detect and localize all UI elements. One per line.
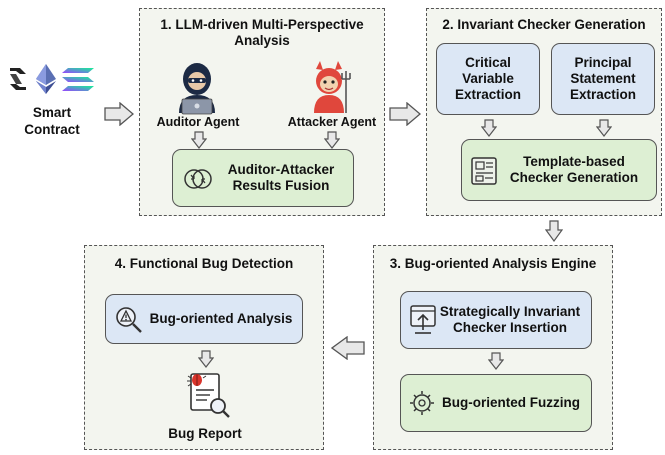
fuzzing-label: Bug-oriented Fuzzing [442,395,580,410]
auditor-agent-icon [174,61,220,115]
bug-report-label: Bug Report [168,426,242,441]
smart-contract-label: Smart Contract [24,105,80,137]
panel-functional-bug-detection: 4. Functional Bug Detection Bug-oriented… [84,245,324,450]
template-checker-generation-box: Template-based Checker Generation [461,139,657,201]
arrow-attacker-down [324,131,340,149]
principal-statement-extraction-box: Principal Statement Extraction [551,43,655,115]
arrow-analysis-down [198,350,214,368]
arrow-analysis-to-generation [389,102,421,126]
checker-insertion-box: Strategically Invariant Checker Insertio… [400,291,592,349]
arrow-auditor-down [191,131,207,149]
auditor-agent-label: Auditor Agent [156,115,240,129]
chain-logo-icon [10,68,26,90]
arrow-insertion-down [488,352,504,370]
bug-analysis-label: Bug-oriented Analysis [149,311,293,326]
attacker-agent-label: Attacker Agent [287,115,377,129]
arrow-principal-down [596,119,612,137]
contract-logos [6,62,98,96]
template-icon [470,156,498,186]
panel2-title: 2. Invariant Checker Generation [442,17,646,32]
attacker-agent-icon [306,61,352,115]
insertion-icon [409,304,437,336]
panel4-title: 4. Functional Bug Detection [114,256,294,271]
ethereum-icon [36,64,56,94]
results-fusion-box: Auditor-Attacker Results Fusion [172,149,354,207]
fusion-line2: Results Fusion [232,178,330,193]
bug-report-icon [185,370,231,420]
arrow-generation-to-engine [545,220,563,242]
panel1-title: 1. LLM-driven Multi-Perspective Analysis [160,17,364,48]
panel-invariant-checker-generation: 2. Invariant Checker Generation Critical… [426,8,662,216]
panel-bug-oriented-analysis-engine: 3. Bug-oriented Analysis Engine Strategi… [373,245,613,450]
fuzzing-icon [409,389,437,417]
arrow-input-to-analysis [104,102,134,126]
fusion-icon [183,164,213,194]
solana-icon [62,68,94,91]
panel3-title: 3. Bug-oriented Analysis Engine [389,256,597,271]
fusion-line1: Auditor-Attacker [227,162,335,177]
critical-variable-extraction-box: Critical Variable Extraction [436,43,540,115]
arrow-critical-down [481,119,497,137]
bug-oriented-analysis-box: Bug-oriented Analysis [105,294,303,344]
bug-oriented-fuzzing-box: Bug-oriented Fuzzing [400,374,592,432]
magnifier-alert-icon [114,305,144,335]
panel-multi-perspective-analysis: 1. LLM-driven Multi-Perspective Analysis… [139,8,385,216]
arrow-engine-to-detection [331,336,365,360]
